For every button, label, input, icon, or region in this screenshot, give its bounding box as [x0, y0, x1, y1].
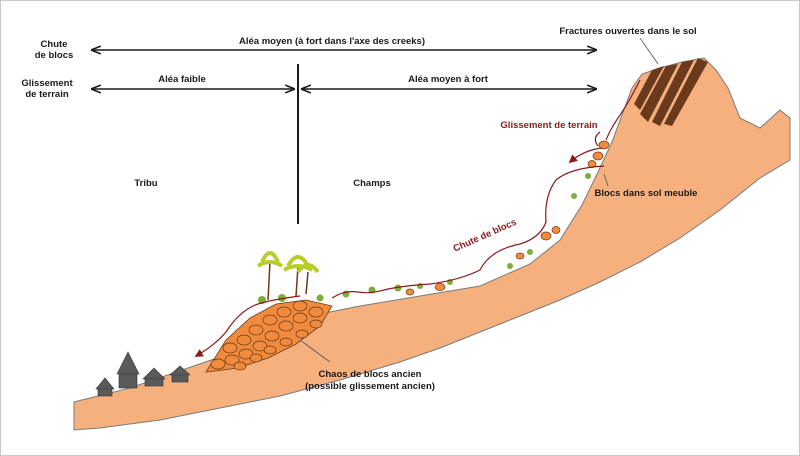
annotation-chaos-line2: (possible glissement ancien)	[305, 381, 435, 392]
rockfall-hazard-label: Aléa moyen (à fort dans l'axe des creeks…	[239, 36, 425, 47]
zone-label-fields: Champs	[353, 178, 390, 189]
village-huts	[95, 351, 191, 397]
landslide-mid-label: Aléa moyen à fort	[408, 74, 489, 85]
ancient-block-chaos	[205, 299, 333, 373]
row-label-rockfall-line2: de blocs	[35, 50, 74, 61]
slope-blocks	[405, 140, 610, 296]
annotation-landslide: Glissement de terrain	[500, 120, 597, 131]
leader-lines	[299, 37, 659, 363]
hillside-ground	[73, 57, 791, 431]
row-label-landslide-line2: de terrain	[25, 89, 68, 100]
vegetation	[256, 173, 591, 304]
row-label-landslide-line1: Glissement	[21, 78, 73, 89]
zone-label-village: Tribu	[134, 178, 157, 189]
open-fractures	[634, 58, 708, 126]
landslide-low-label: Aléa faible	[158, 74, 206, 85]
row-label-rockfall-line1: Chute	[41, 39, 68, 50]
annotation-chaos-line1: Chaos de blocs ancien	[319, 369, 422, 380]
trajectory-lines	[194, 79, 641, 357]
annotation-fractures: Fractures ouvertes dans le sol	[559, 26, 696, 37]
annotation-blocks-soft-soil: Blocs dans sol meuble	[595, 188, 698, 199]
